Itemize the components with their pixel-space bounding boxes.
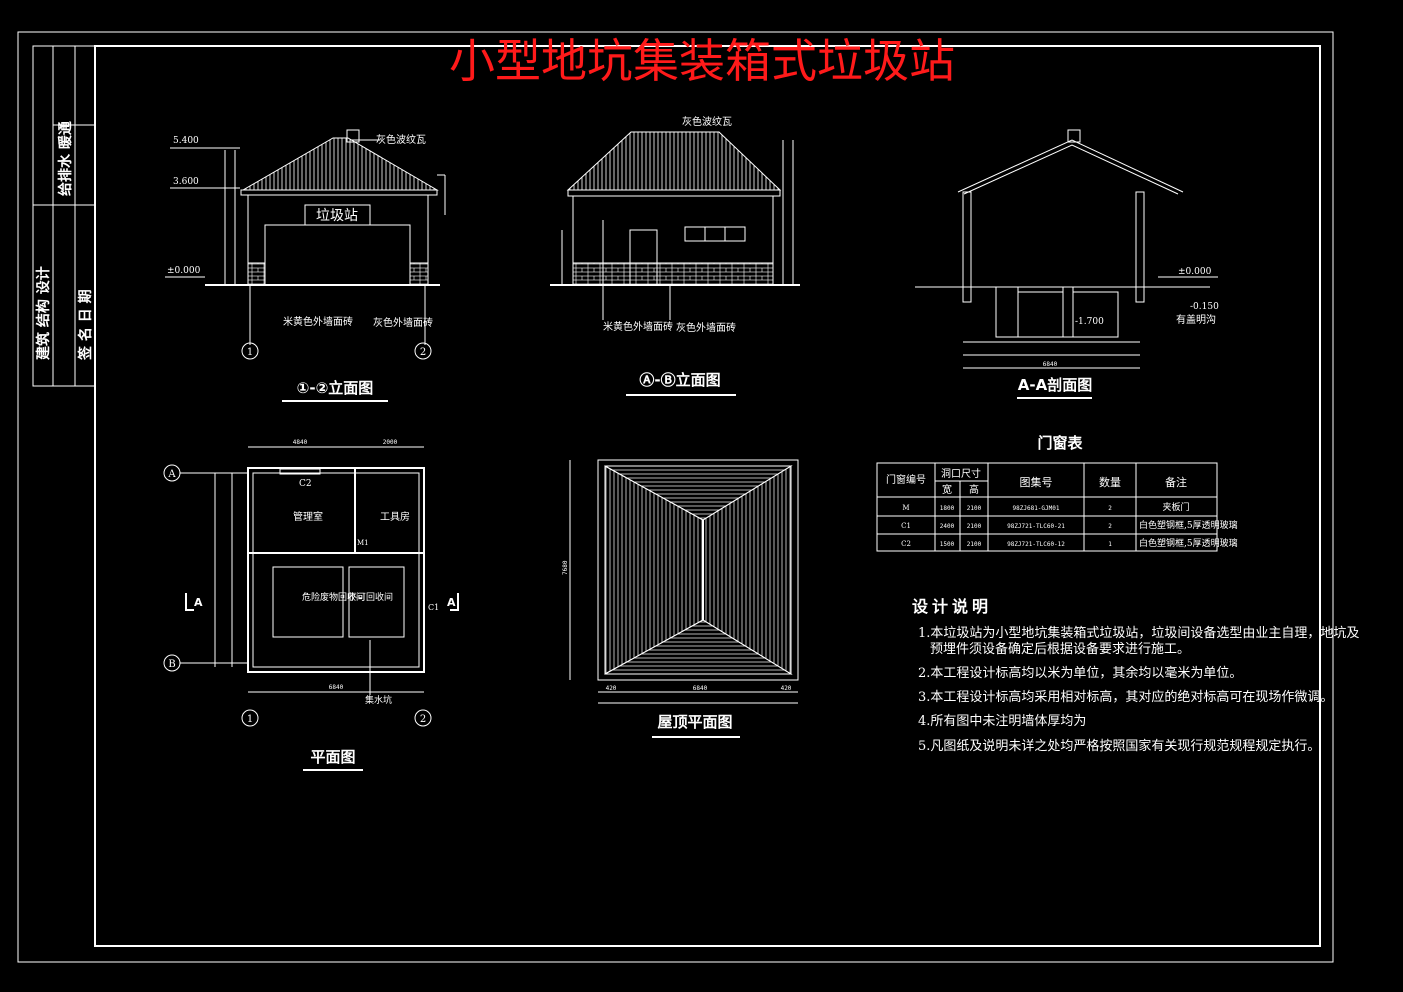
plan-axis-b-label: B [168,659,175,670]
table-row-1-note: 夹板门 [1162,501,1189,513]
table-header-width: 宽 [942,483,952,496]
notes-item-5: 5.凡图纸及说明未详之处均严格按照国家有关现行规范规程规定执行。 [918,738,1320,754]
plan-axis-2-label: 2 [420,714,426,725]
roofplan-label: 屋顶平面图 [657,713,732,731]
plan-pit-note: 集水坑 [365,694,392,706]
table-row-1-qty: 2 [1108,505,1112,512]
table-row-1-height: 2100 [967,505,982,512]
elevation-a-b: 灰色波纹瓦 米黄色外墙面砖 灰色外墙面砖 Ⓐ-Ⓑ立面图 [550,115,800,396]
roofplan-dim-side-right: 420 [781,685,792,692]
table-row-3-width: 1500 [940,541,955,548]
titleblock-col3: 签 名 日 期 [77,289,94,361]
table-header-note: 备注 [1165,475,1187,489]
plan-dim-top-1: 4840 [293,439,308,446]
section-ditch-note: 有盖明沟 [1176,313,1216,326]
plan-section-mark-left: A [194,596,203,609]
elevab-label: Ⓐ-Ⓑ立面图 [639,371,720,389]
elev12-wall-note-2: 灰色外墙面砖 [373,316,433,329]
outer-frame [17,31,1334,963]
table-title: 门窗表 [1037,434,1083,452]
notes-title: 设计说明 [912,597,992,616]
table-row-3-height: 2100 [967,541,982,548]
elev12-axis-2-label: 2 [420,347,426,358]
plan-axis-1-label: 1 [247,714,253,725]
notes-item-1: 1.本垃圾站为小型地坑集装箱式垃圾站，垃圾间设备选型由业主自理，地坑及 [918,625,1359,641]
notes-item-4: 4.所有图中未注明墙体厚均为 [918,714,1086,729]
title-block: 建筑 结构 设计 给排水 暖通 签 名 日 期 [32,45,96,387]
plan-axis-b [163,654,181,672]
section-level-ditch: -0.150 [1190,302,1219,312]
table-row-3-note: 白色塑钢框,5厚透明玻璃 [1139,537,1238,549]
titleblock-col1: 建筑 结构 设计 [35,266,52,360]
plan-window-c1: C1 [428,603,439,612]
table-row-3-atlas: 98ZJ721-TLC60-12 [1007,541,1065,548]
plan-axis-1 [241,709,259,727]
roofplan-dim-total: 7680 [562,560,569,575]
plan-axis-a [163,464,181,482]
table-row-2-qty: 2 [1108,523,1112,530]
table-row-2-note: 白色塑钢框,5厚透明玻璃 [1139,519,1238,531]
table-row-1-code: M [902,504,909,512]
roofplan-dim-mid: 6840 [693,685,708,692]
elev12-roof-note: 灰色波纹瓦 [376,133,426,146]
section-a-a: 6840 ±0.000 -0.150 有盖明沟 -1.700 A-A剖面图 [915,129,1219,399]
elev12-sign: 垃圾站 [316,208,358,224]
plan-axis-2 [414,709,432,727]
table-row-2-atlas: 98ZJ721-TLC60-21 [1007,523,1065,530]
roofplan-dim-side-left: 420 [606,685,617,692]
elev12-level-ground: ±0.000 [167,266,201,276]
elev12-level-mid: 3.600 [173,177,199,187]
section-label: A-A剖面图 [1018,376,1092,394]
section-level-ground: ±0.000 [1178,267,1212,277]
plan-dim-top-2: 2000 [383,439,398,446]
table-row-1-atlas: 98ZJ681-GJM01 [1013,505,1060,512]
plan-room-1: 管理室 [293,510,323,523]
table-row-2-height: 2100 [967,523,982,530]
elevab-roof-note: 灰色波纹瓦 [682,115,732,128]
elevab-wall-note-2: 灰色外墙面砖 [676,321,736,334]
plan-room-3: 危险废物回收间 [302,591,365,603]
table-row-3-qty: 1 [1108,541,1112,548]
sheet-title: 小型地坑集装箱式垃圾站 [449,34,955,88]
elev12-wall-note-1: 米黄色外墙面砖 [283,315,353,328]
design-notes: 设计说明 1.本垃圾站为小型地坑集装箱式垃圾站，垃圾间设备选型由业主自理，地坑及… [912,597,1359,754]
table-row-1-width: 1800 [940,505,955,512]
notes-item-1b: 预埋件须设备确定后根据设备要求进行施工。 [930,641,1190,657]
table-header-code: 门窗编号 [886,473,926,486]
plan-dim-bottom: 6840 [329,684,344,691]
table-header-height: 高 [969,483,979,496]
plan-room-4: 不可回收间 [348,591,393,603]
table-header-qty: 数量 [1099,476,1121,489]
door-window-table: 门窗表 门窗编号 洞口尺寸 宽 高 图集号 数量 备注 M 1800 2100 … [876,434,1238,552]
elev12-level-top: 5.400 [173,136,199,146]
floor-plan: 管理室 工具房 危险废物回收间 不可回收间 C2 C1 M1 4840 2000… [163,439,459,771]
elev12-axis-2 [414,342,432,360]
elev12-label: ①-②立面图 [297,379,374,397]
plan-room-2: 工具房 [380,510,410,523]
plan-axis-a-label: A [167,469,176,480]
table-row-2-width: 2400 [940,523,955,530]
section-level-pit: -1.700 [1075,317,1104,327]
plan-label: 平面图 [310,748,355,766]
elevation-1-2: 垃圾站 1 2 5.400 3.600 ±0.000 灰色波纹瓦 米黄色外墙面砖… [165,129,446,402]
plan-section-mark-right: A [447,596,456,609]
notes-item-3: 3.本工程设计标高均采用相对标高，其对应的绝对标高可在现场作微调。 [918,689,1333,705]
table-row-3-code: C2 [901,540,911,548]
roof-plan: 7680 420 6840 420 屋顶平面图 [562,459,799,738]
inner-frame [94,45,1321,947]
plan-window-c2: C2 [299,479,312,489]
elev12-axis-1 [241,342,259,360]
plan-door-m1: M1 [357,539,369,547]
table-row-2-code: C1 [901,522,911,530]
elevab-wall-note-1: 米黄色外墙面砖 [603,320,673,333]
notes-item-2: 2.本工程设计标高均以米为单位，其余均以毫米为单位。 [918,665,1242,681]
elev12-axis-1-label: 1 [247,347,253,358]
table-header-atlas: 图集号 [1020,475,1053,489]
section-total-dim: 6840 [1043,361,1058,368]
table-header-size: 洞口尺寸 [941,467,981,480]
titleblock-col2: 给排水 暖通 [57,121,74,196]
